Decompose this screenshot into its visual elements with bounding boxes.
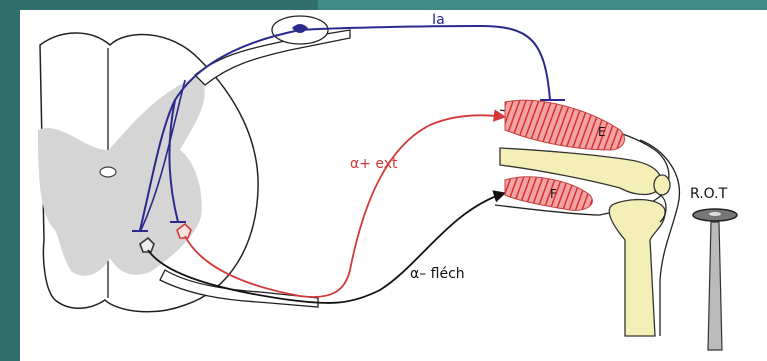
extensor-muscle — [505, 100, 625, 150]
reflex-hammer-head-center — [709, 212, 721, 216]
flexor-muscle — [505, 177, 592, 211]
central-canal — [100, 167, 116, 177]
flexor-label: F — [550, 187, 557, 201]
left-border — [0, 0, 20, 361]
reflex-hammer-handle — [708, 222, 722, 350]
rot-label: R.O.T — [690, 186, 728, 202]
tibia-bone — [609, 200, 665, 336]
knee-joint — [654, 175, 670, 195]
extensor-label: E — [598, 125, 606, 139]
dorsal-root — [195, 30, 350, 85]
reflex-arc-diagram: Ia α+ ext α– fléch E F R.O.T — [20, 10, 767, 361]
alpha-extensor-label: α+ ext — [350, 156, 398, 172]
ia-label: Ia — [432, 12, 445, 28]
alpha-flexor-label: α– fléch — [410, 266, 465, 282]
diagram-canvas: Ia α+ ext α– fléch E F R.O.T — [20, 10, 767, 361]
top-border-accent — [318, 0, 767, 10]
